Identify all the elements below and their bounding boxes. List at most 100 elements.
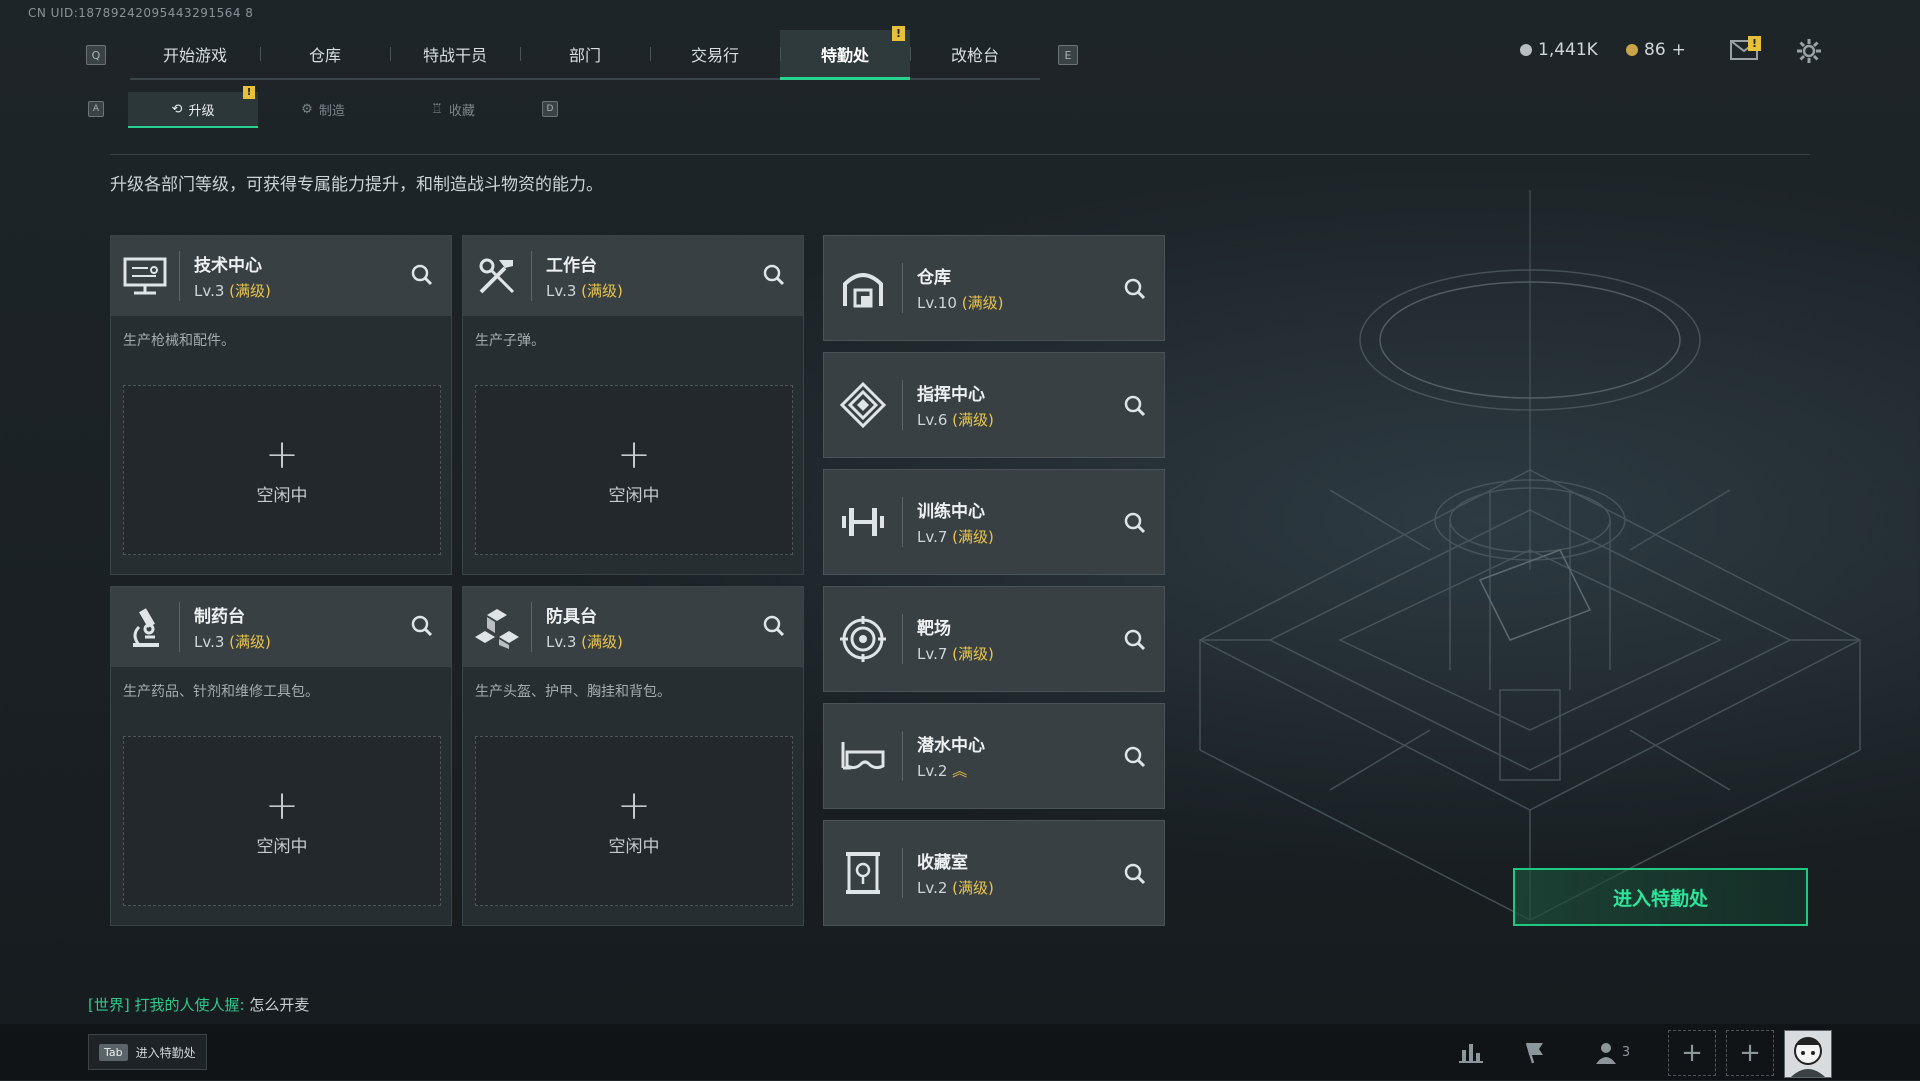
card-armor-bench[interactable]: 防具台 Lv.3 (满级) 生产头盔、护甲、胸挂和背包。 + 空闲中 xyxy=(462,586,804,926)
tab-operators[interactable]: 特战干员 xyxy=(390,30,520,78)
silver-coin-icon xyxy=(1520,44,1532,56)
magnifier-icon[interactable] xyxy=(763,264,785,286)
uid-label: CN UID:18789242095443291564 8 xyxy=(28,6,254,20)
card-separator xyxy=(179,251,180,301)
card-training-center[interactable]: 训练中心 Lv.7 (满级) xyxy=(823,469,1165,575)
card-separator xyxy=(531,602,532,652)
magnifier-icon[interactable] xyxy=(1124,746,1146,768)
nav-prev-key[interactable]: Q xyxy=(86,45,106,65)
card-name: 训练中心 xyxy=(917,502,985,522)
card-separator xyxy=(902,848,903,898)
warehouse-icon xyxy=(824,235,902,341)
card-diving-center[interactable]: 潜水中心 Lv.2 ︽ xyxy=(823,703,1165,809)
card-level: Lv.3 xyxy=(546,282,577,300)
card-command-center[interactable]: 指挥中心 Lv.6 (满级) xyxy=(823,352,1165,458)
tab-gunsmith[interactable]: 改枪台 xyxy=(910,30,1040,78)
card-shooting-range[interactable]: 靶场 Lv.7 (满级) xyxy=(823,586,1165,692)
craft-icon: ⚙ xyxy=(301,101,313,117)
card-level: Lv.6 xyxy=(917,411,948,429)
card-pharmacy[interactable]: 制药台 Lv.3 (满级) 生产药品、针剂和维修工具包。 + 空闲中 xyxy=(110,586,452,926)
sub-next-key[interactable]: D xyxy=(542,101,558,117)
magnifier-icon[interactable] xyxy=(1124,629,1146,651)
card-name: 指挥中心 xyxy=(917,385,985,405)
chat-line[interactable]: [世界] 打我的人使人握: 怎么开麦 xyxy=(88,994,309,1015)
card-max-status: (满级) xyxy=(952,411,994,429)
card-name: 技术中心 xyxy=(194,256,262,276)
plus-icon: + xyxy=(617,782,651,829)
card-name: 仓库 xyxy=(917,268,951,288)
magnifier-icon[interactable] xyxy=(1124,863,1146,885)
subtab-craft-label: 制造 xyxy=(318,103,345,119)
card-workbench[interactable]: 工作台 Lv.3 (满级) 生产子弹。 + 空闲中 xyxy=(462,235,804,575)
card-tech-center[interactable]: 技术中心 Lv.3 (满级) 生产枪械和配件。 + 空闲中 xyxy=(110,235,452,575)
stats-icon[interactable] xyxy=(1455,1036,1487,1068)
special-ops-alert-badge: ! xyxy=(892,26,905,41)
friends-icon xyxy=(1595,1043,1616,1064)
card-level: Lv.2 xyxy=(917,879,948,897)
magnifier-icon[interactable] xyxy=(1124,512,1146,534)
production-slot[interactable]: + 空闲中 xyxy=(123,736,441,906)
chat-user: 打我的人使人握: xyxy=(134,996,245,1014)
card-separator xyxy=(902,497,903,547)
magnifier-icon[interactable] xyxy=(411,615,433,637)
card-collection-room[interactable]: 收藏室 Lv.2 (满级) xyxy=(823,820,1165,926)
tab-hint[interactable]: Tab 进入特勤处 xyxy=(88,1034,207,1070)
gear-icon[interactable] xyxy=(1796,38,1822,68)
magnifier-icon[interactable] xyxy=(411,264,433,286)
subtab-upgrade[interactable]: ⟲ 升级 xyxy=(128,92,258,128)
base-wireframe-illustration xyxy=(1198,190,1862,921)
slot-status: 空闲中 xyxy=(256,485,308,506)
slot-status: 空闲中 xyxy=(608,485,660,506)
armor-icon xyxy=(463,587,531,667)
tab-start-game[interactable]: 开始游戏 xyxy=(162,46,227,65)
production-slot[interactable]: + 空闲中 xyxy=(475,385,793,555)
subtab-collection[interactable]: ♖ 收藏 xyxy=(388,92,518,126)
plus-icon: + xyxy=(617,431,651,478)
card-name: 制药台 xyxy=(194,607,245,627)
card-level: Lv.2 xyxy=(917,762,948,780)
avatar[interactable] xyxy=(1784,1030,1832,1078)
enter-special-ops-button[interactable]: 进入特勤处 xyxy=(1513,868,1808,926)
production-slot[interactable]: + 空闲中 xyxy=(475,736,793,906)
mail-alert-badge: ! xyxy=(1748,36,1761,51)
card-max-status: (满级) xyxy=(952,645,994,663)
tab-key: Tab xyxy=(99,1043,128,1061)
friends-button[interactable]: 3 xyxy=(1588,1036,1636,1068)
flag-icon[interactable] xyxy=(1518,1036,1550,1068)
card-name: 防具台 xyxy=(546,607,597,627)
gold-currency[interactable]: 86 + xyxy=(1626,40,1686,60)
tab-warehouse[interactable]: 仓库 xyxy=(260,30,390,78)
add-teammate-slot[interactable]: + xyxy=(1668,1030,1716,1076)
card-description: 生产药品、针剂和维修工具包。 xyxy=(123,684,319,700)
subtab-craft[interactable]: ⚙ 制造 xyxy=(258,92,388,126)
gold-coin-icon xyxy=(1626,44,1638,56)
magnifier-icon[interactable] xyxy=(1124,278,1146,300)
tab-department[interactable]: 部门 xyxy=(520,30,650,78)
target-icon xyxy=(824,586,902,692)
card-warehouse[interactable]: 仓库 Lv.10 (满级) xyxy=(823,235,1165,341)
add-teammate-slot[interactable]: + xyxy=(1726,1030,1774,1076)
dumbbell-icon xyxy=(824,469,902,575)
tools-icon xyxy=(463,236,531,316)
tab-special-ops[interactable]: 特勤处 xyxy=(780,30,910,80)
upgrade-icon: ⟲ xyxy=(171,101,183,117)
bottom-bar xyxy=(0,1024,1920,1080)
magnifier-icon[interactable] xyxy=(1124,395,1146,417)
card-max-status: (满级) xyxy=(581,282,623,300)
tab-trading[interactable]: 交易行 xyxy=(650,30,780,78)
slot-status: 空闲中 xyxy=(256,836,308,857)
card-separator xyxy=(902,380,903,430)
nav-next-key[interactable]: E xyxy=(1058,45,1078,65)
silver-amount: 1,441K xyxy=(1538,40,1598,60)
sub-prev-key[interactable]: A xyxy=(88,101,104,117)
card-level: Lv.3 xyxy=(546,633,577,651)
card-level: Lv.7 xyxy=(917,528,948,546)
magnifier-icon[interactable] xyxy=(763,615,785,637)
card-level: Lv.7 xyxy=(917,645,948,663)
card-separator xyxy=(531,251,532,301)
card-max-status: (满级) xyxy=(581,633,623,651)
top-nav: 开始游戏 仓库 特战干员 部门 交易行 特勤处 改枪台 xyxy=(130,30,1040,80)
card-level: Lv.3 xyxy=(194,282,225,300)
gold-add-button[interactable]: + xyxy=(1671,40,1686,60)
production-slot[interactable]: + 空闲中 xyxy=(123,385,441,555)
